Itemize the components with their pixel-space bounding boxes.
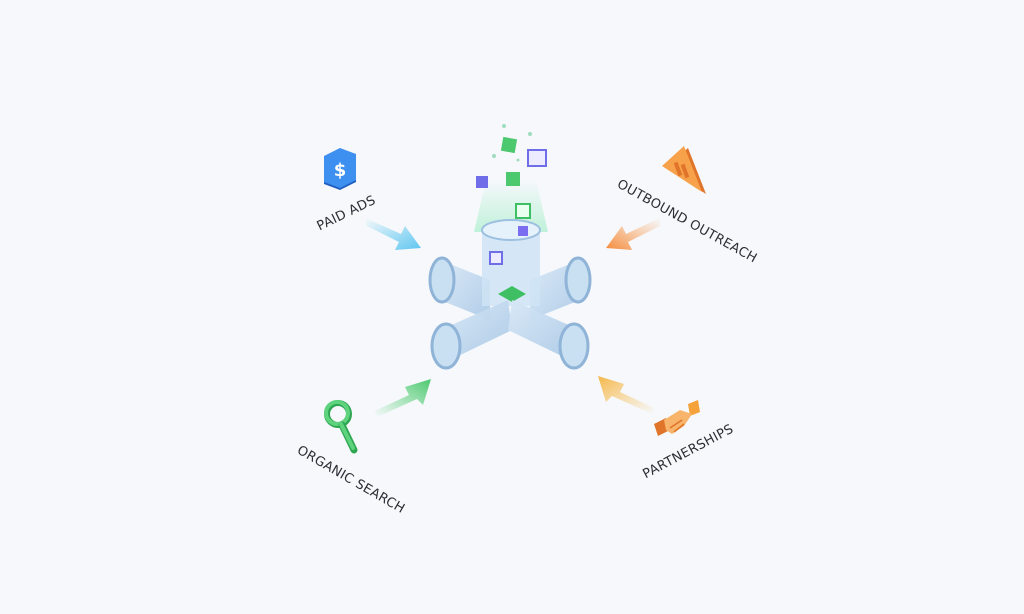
organic-search-group: ORGANIC SEARCH xyxy=(290,390,440,517)
pipe-arm-back-right xyxy=(530,256,592,320)
paid-ads-arrow xyxy=(365,212,425,254)
outbound-outreach-group: OUTBOUND OUTREACH xyxy=(600,140,759,266)
pipeline-hub xyxy=(420,120,600,380)
svg-text:$: $ xyxy=(334,160,347,181)
organic-search-arrow xyxy=(375,375,435,417)
magnifier-icon xyxy=(320,398,360,456)
handshake-icon xyxy=(652,400,702,440)
pipe-arm-back-left xyxy=(428,256,490,320)
partnerships-group: PARTNERSHIPS xyxy=(590,390,740,500)
megaphone-icon xyxy=(658,144,708,200)
paid-ads-group: $ PAID ADS xyxy=(300,140,440,260)
partnerships-arrow xyxy=(596,372,656,414)
pipe-arm-front-right xyxy=(508,300,590,370)
dollar-icon: $ xyxy=(320,148,360,194)
pipe-arm-front-left xyxy=(430,300,512,370)
outbound-outreach-arrow xyxy=(602,212,662,254)
